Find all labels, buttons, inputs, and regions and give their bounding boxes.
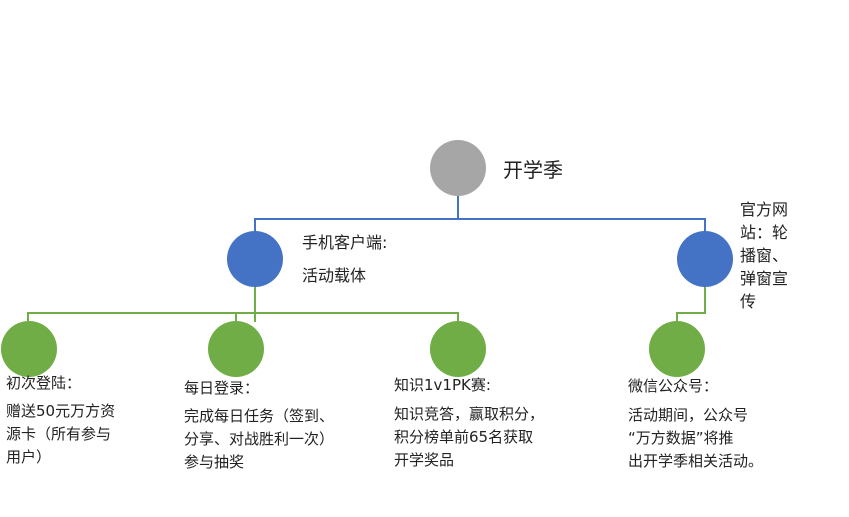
website-to-wechat-connector	[676, 286, 706, 322]
website-label-line4: 弹窗宣	[740, 269, 789, 288]
website-label-line5: 传	[740, 292, 757, 311]
pk-desc-line1: 知识竞答，赢取积分，	[394, 405, 545, 423]
mobile-client-label-line2: 活动载体	[302, 266, 367, 285]
pk-desc-line3: 开学奖品	[394, 451, 455, 469]
wechat-desc-line3: 出开学季相关活动。	[628, 452, 764, 470]
first-login-desc-line3: 用户）	[6, 448, 52, 466]
website-label-line3: 播窗、	[740, 246, 789, 265]
daily-login-node	[208, 321, 264, 377]
website-node	[677, 231, 733, 287]
pk-desc-line2: 积分榜单前65名获取	[394, 428, 534, 446]
wechat-title: 微信公众号：	[628, 377, 719, 395]
website-label-line2: 站：轮	[740, 223, 789, 242]
website-label-line1: 官方网	[740, 200, 789, 219]
daily-login-desc-line1: 完成每日任务（签到、	[184, 407, 335, 425]
daily-login-desc-line3: 参与抽奖	[184, 453, 245, 471]
first-login-title: 初次登陆：	[6, 374, 82, 392]
first-login-node	[1, 321, 57, 377]
pk-node	[430, 321, 486, 377]
wechat-desc-line1: 活动期间，公众号	[628, 406, 749, 424]
mobile-client-label-line1: 手机客户端:	[302, 233, 388, 252]
first-login-desc-line2: 源卡（所有参与	[6, 425, 112, 443]
mobile-to-children-connector	[27, 286, 459, 322]
pk-title: 知识1v1PK赛:	[394, 376, 491, 394]
daily-login-desc-line2: 分享、对战胜利一次）	[184, 430, 335, 448]
first-login-desc-line1: 赠送50元万方资	[6, 402, 116, 420]
root-label: 开学季	[503, 158, 563, 182]
daily-login-title: 每日登录：	[184, 379, 260, 397]
root-node	[430, 140, 486, 196]
wechat-desc-line2: “万方数据”将推	[628, 429, 734, 447]
mobile-client-node	[227, 231, 283, 287]
root-to-level1-connector	[254, 195, 706, 232]
wechat-node	[649, 321, 705, 377]
